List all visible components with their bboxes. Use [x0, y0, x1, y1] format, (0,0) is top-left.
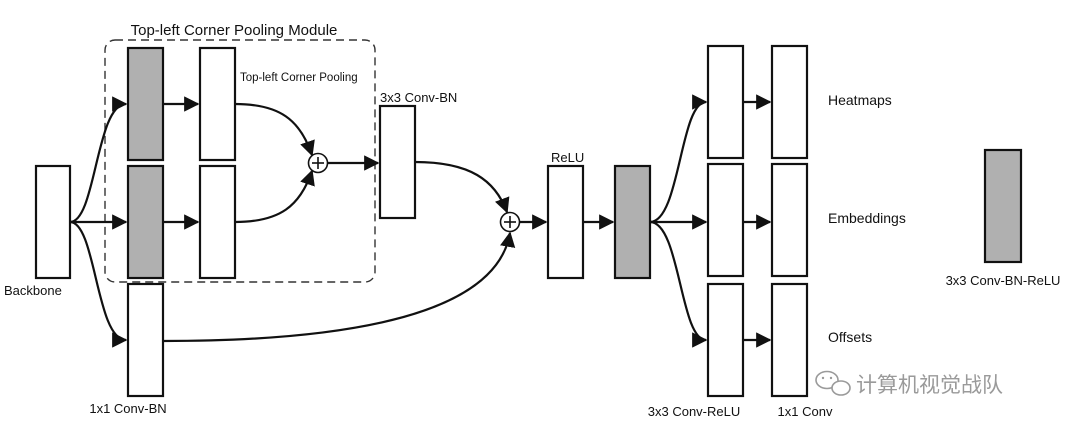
wechat-icon: [815, 370, 851, 396]
conv3x3-bn-label: 3x3 Conv-BN: [380, 90, 457, 105]
pooling-label: Top-left Corner Pooling: [240, 72, 358, 84]
heatmaps-conv3x3-block: [706, 44, 745, 160]
conv1x1-bn-block: [126, 282, 165, 398]
backbone-label: Backbone: [4, 283, 62, 298]
relu-block: [546, 164, 585, 280]
arrow-white-bottom-to-sum: [234, 169, 315, 224]
arrow-backbone-to-conv1x1: [69, 220, 128, 348]
offsets-label: Offsets: [828, 329, 872, 345]
legend-gray-block: [983, 148, 1023, 264]
legend-label: 3x3 Conv-BN-ReLU: [946, 273, 1061, 288]
pool-gray-bottom: [126, 164, 165, 280]
embeddings-conv1x1-block: [770, 162, 809, 278]
heatmaps-conv1x1-block: [770, 44, 809, 160]
plus-circle-icon: [499, 211, 521, 233]
corner-pooling-module-box: [104, 39, 376, 283]
relu-label: ReLU: [551, 150, 584, 165]
conv1x1-bn-label: 1x1 Conv-BN: [89, 401, 166, 416]
pool-white-top: [198, 46, 237, 162]
embeddings-label: Embeddings: [828, 210, 906, 226]
heatmaps-label: Heatmaps: [828, 92, 892, 108]
offsets-conv1x1-block: [770, 282, 809, 398]
offsets-conv3x3-block: [706, 282, 745, 398]
conv3x3-relu-label: 3x3 Conv-ReLU: [648, 404, 741, 419]
plus-circle-icon: [307, 152, 329, 174]
backbone-block: [34, 164, 72, 280]
pool-gray-top: [126, 46, 165, 162]
conv1x1-label: 1x1 Conv: [778, 404, 833, 419]
conv3x3-bn-block: [378, 104, 417, 220]
gray-block-mid: [613, 164, 652, 280]
arrow-gray-to-offsets: [649, 220, 708, 348]
arrow-conv3x3-to-sum2: [414, 160, 510, 214]
watermark-text: 计算机视觉战队: [856, 373, 1003, 397]
pool-white-bottom: [198, 164, 237, 280]
arrow-white-top-to-sum: [234, 102, 315, 157]
embeddings-conv3x3-block: [706, 162, 745, 278]
arrow-conv1x1-to-sum2: [162, 231, 516, 343]
arrow-gray-to-heatmaps: [649, 94, 708, 224]
arrow-backbone-to-pool-top: [69, 96, 128, 224]
module-title: Top-left Corner Pooling Module: [131, 22, 338, 39]
